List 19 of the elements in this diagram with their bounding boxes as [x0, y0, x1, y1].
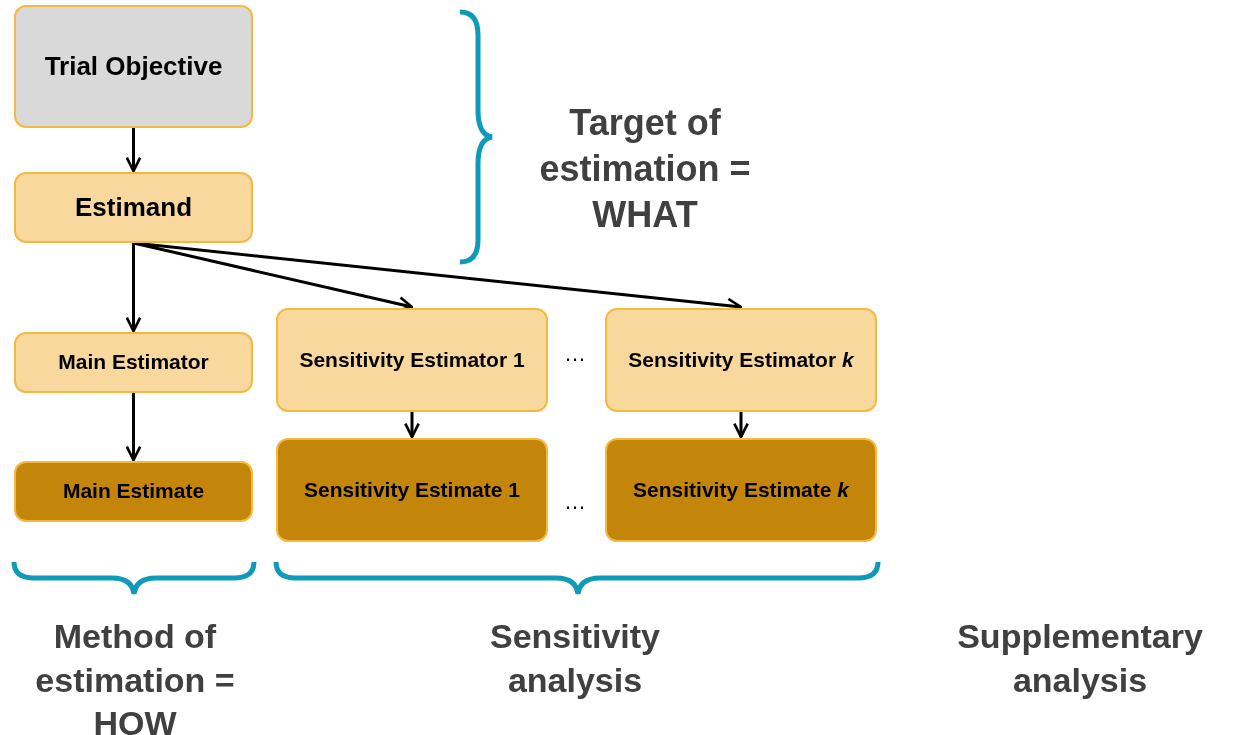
process-box: Main Estimator — [14, 332, 253, 393]
annotation-label: Sensitivity analysis — [488, 616, 662, 701]
arrow — [733, 412, 749, 439]
process-box: Sensitivity Estimator k — [605, 308, 877, 412]
result-box: Sensitivity Estimate k — [605, 438, 877, 542]
arrow — [125, 393, 142, 462]
objective-box: Trial Objective — [14, 5, 253, 128]
result-box: Sensitivity Estimate 1 — [276, 438, 548, 542]
ellipsis: … — [563, 488, 587, 516]
arrow — [404, 412, 420, 439]
annotation-label: Supplementary analysis — [956, 616, 1204, 701]
ellipsis: … — [563, 340, 587, 368]
annotation-label: Method of estimation = HOW — [34, 616, 236, 735]
process-box: Sensitivity Estimator 1 — [276, 308, 548, 412]
result-box: Main Estimate — [14, 461, 253, 522]
arrow — [125, 128, 142, 173]
annotation-label: Target of estimation = WHAT — [538, 101, 752, 238]
process-box: Estimand — [14, 172, 253, 243]
arrow — [125, 243, 142, 333]
